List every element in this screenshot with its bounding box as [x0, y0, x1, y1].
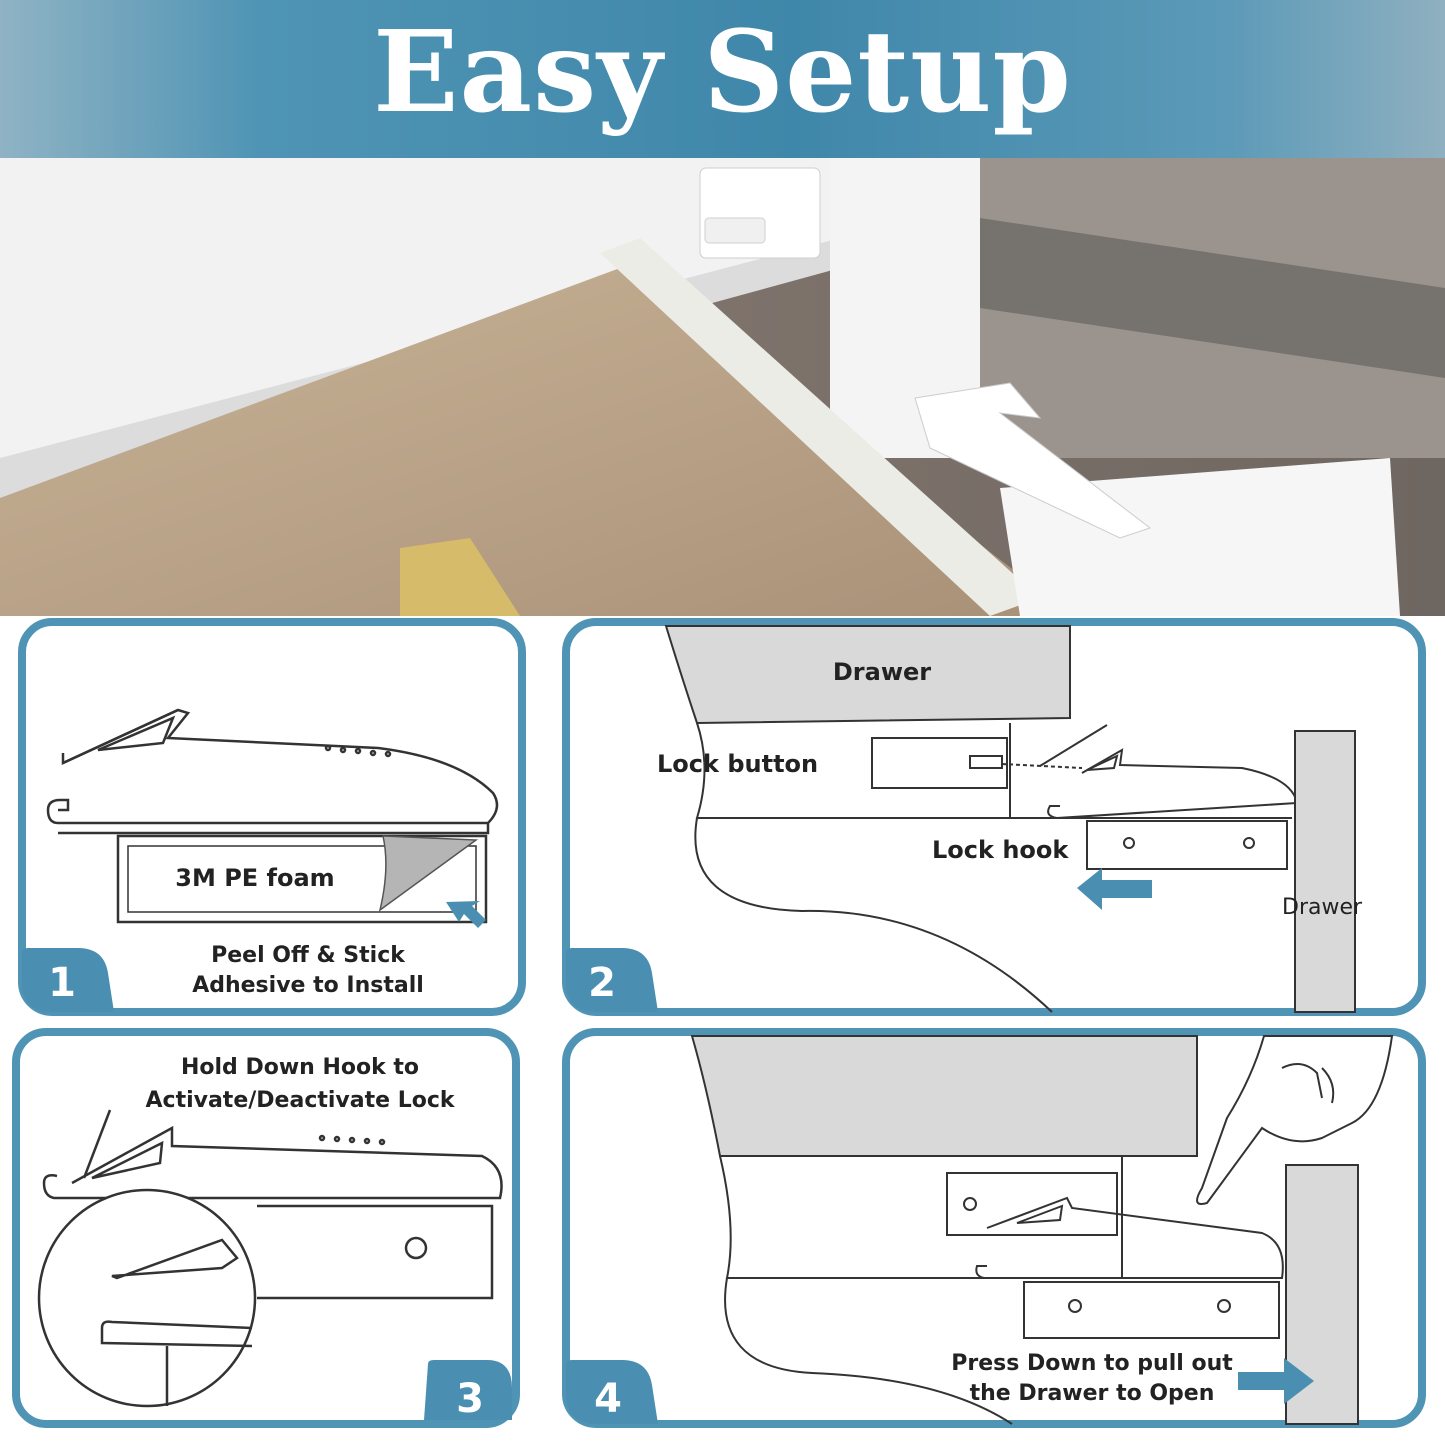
finger-icon	[1196, 1035, 1394, 1205]
drawer-top	[664, 625, 1071, 725]
step-2-panel: Drawer Lock button Lock hook Drawer 2	[562, 618, 1426, 1016]
drawer-side	[1294, 730, 1356, 1013]
product-photo	[0, 158, 1445, 616]
step-number: 2	[588, 960, 616, 1006]
lock-button-label: Lock button	[657, 750, 818, 778]
page-title: Easy Setup	[373, 7, 1072, 138]
arrow-right-icon	[1238, 1358, 1314, 1404]
lock-button-drawing	[946, 1172, 1284, 1279]
step-3-panel: Hold Down Hook to Activate/Deactivate Lo…	[12, 1028, 520, 1428]
caption-line-2: Adhesive to Install	[192, 973, 424, 998]
lock-hook-drawing	[46, 708, 499, 835]
lock-hook-drawing	[42, 1109, 503, 1300]
drawer-top-label: Drawer	[833, 658, 931, 686]
step-number-badge	[566, 1360, 658, 1424]
lock-hook-label: Lock hook	[932, 836, 1069, 864]
step-number-badge	[424, 1360, 512, 1420]
mounting-plate	[1086, 820, 1288, 870]
caption-line-2: Activate/Deactivate Lock	[146, 1088, 456, 1113]
step-number: 3	[456, 1376, 484, 1422]
step-number-badge	[566, 948, 658, 1012]
panel-border	[18, 618, 526, 1016]
mounting-plate	[1023, 1281, 1280, 1339]
step-4-panel: Press Down to pull out the Drawer to Ope…	[562, 1028, 1426, 1428]
step-1-panel: 1 3M PE foam Peel Off & Stick Adhesive t…	[18, 618, 526, 1016]
arrow-left-icon	[1077, 868, 1152, 910]
caption-line-1: Hold Down Hook to	[181, 1055, 419, 1080]
caption-line-2: the Drawer to Open	[970, 1381, 1215, 1406]
arrow-icon	[446, 901, 486, 928]
lock-button-drawing	[871, 737, 1083, 789]
zoom-circle	[37, 1188, 257, 1408]
foam-label: 3M PE foam	[175, 864, 334, 892]
drawer-top	[690, 1035, 1198, 1157]
caption-line-1: Press Down to pull out	[951, 1351, 1233, 1376]
caption-line-1: Peel Off & Stick	[211, 943, 406, 968]
cabinet-outline	[694, 722, 1292, 1013]
step-number-badge	[22, 948, 114, 1012]
step-number: 4	[594, 1376, 622, 1422]
step-number: 1	[48, 960, 76, 1006]
cabinet-outline	[719, 1155, 1282, 1425]
title-banner	[0, 0, 1445, 158]
foam-pad	[116, 834, 488, 924]
drawer-side	[1285, 1164, 1359, 1425]
drawer-side-label: Drawer	[1282, 895, 1363, 920]
